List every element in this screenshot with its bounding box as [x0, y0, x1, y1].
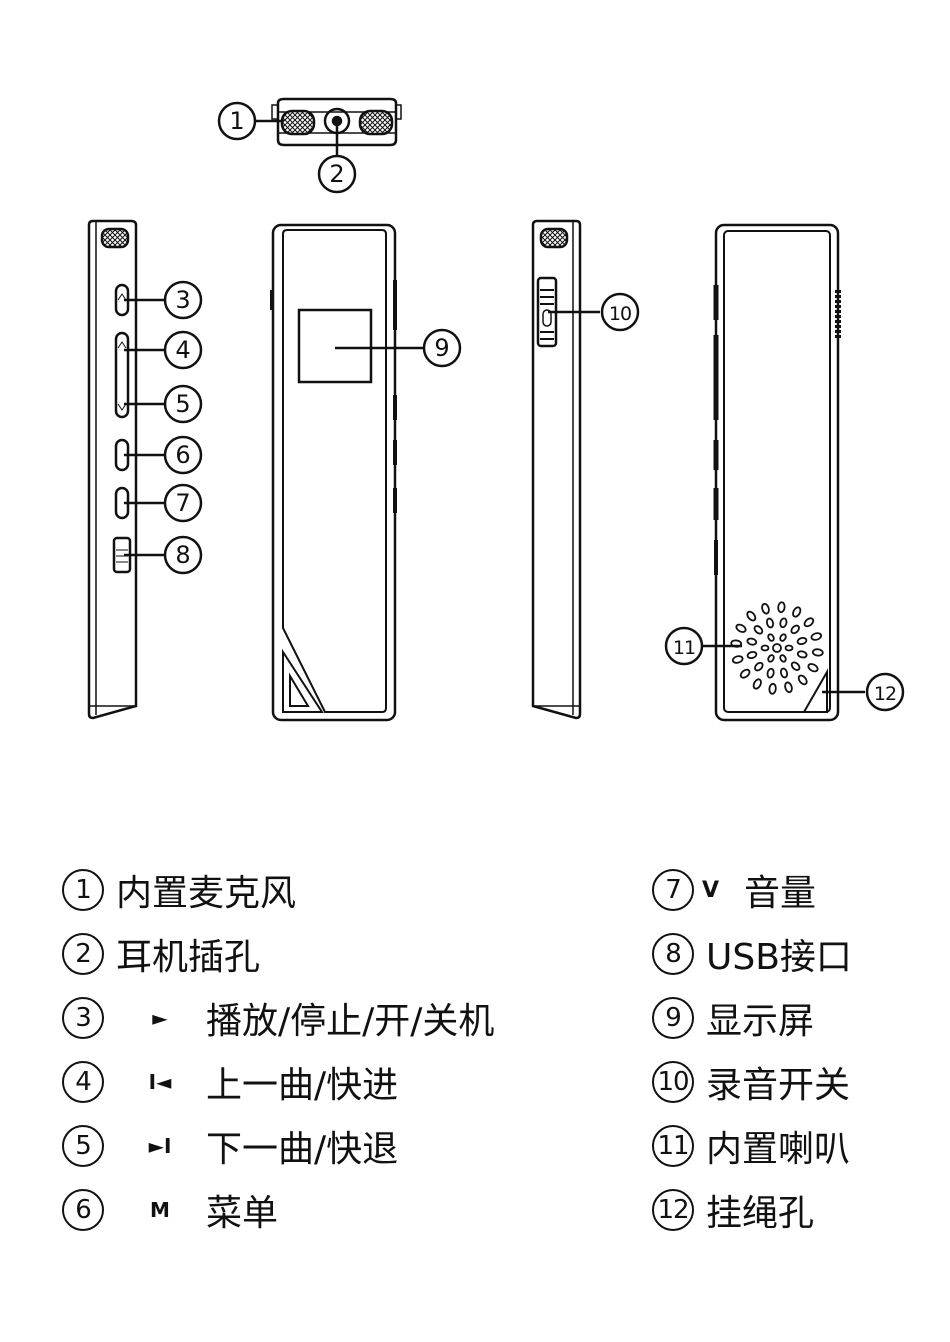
- previous-track-icon: I◄: [148, 1070, 172, 1094]
- callout-5: 5: [163, 384, 203, 424]
- legend-label: 录音开关: [706, 1065, 851, 1106]
- left-side-view: [87, 219, 138, 720]
- legend-number: 4: [62, 1061, 104, 1103]
- speaker-grille: [730, 601, 824, 695]
- legend-item-3: 3 ► 播放/停止/开/关机: [62, 986, 494, 1050]
- leader-lines: [124, 119, 865, 694]
- legend-item-12: 12 挂绳孔: [652, 1178, 852, 1242]
- callout-1: 1: [217, 101, 257, 141]
- callout-11: 11: [664, 626, 704, 666]
- callout-label: 11: [673, 637, 695, 659]
- callout-label: 12: [874, 683, 896, 705]
- callout-label: 2: [329, 160, 344, 188]
- callout-label: 7: [175, 489, 190, 517]
- display-screen: [297, 308, 373, 384]
- callout-9: 9: [422, 328, 462, 368]
- callout-label: 9: [434, 334, 449, 362]
- legend-label: 耳机插孔: [116, 937, 261, 978]
- legend-item-4: 4 I◄ 上一曲/快进: [62, 1050, 494, 1114]
- legend-label: 音量: [744, 873, 817, 914]
- legend-number: 3: [62, 997, 104, 1039]
- legend-item-7: 7 V 音量: [652, 858, 852, 922]
- legend-label: 下一曲/快退: [206, 1129, 399, 1170]
- callout-10: 10: [600, 292, 640, 332]
- callout-label: 8: [175, 541, 190, 569]
- callout-label: 3: [175, 286, 190, 314]
- legend-label: 显示屏: [706, 1001, 815, 1042]
- legend-right: 7 V 音量 8 USB接口 9 显示屏 10 录音开关 11 内置喇叭 12 …: [652, 858, 852, 1242]
- callout-2: 2: [317, 154, 357, 194]
- legend-label: 内置麦克风: [116, 873, 297, 914]
- legend-number: 9: [652, 997, 694, 1039]
- legend-number: 10: [652, 1061, 694, 1103]
- legend-item-9: 9 显示屏: [652, 986, 852, 1050]
- legend-label: 挂绳孔: [706, 1193, 815, 1234]
- front-view: [270, 223, 397, 722]
- legend-number: 7: [652, 869, 694, 911]
- legend-left: 1 内置麦克风 2 耳机插孔 3 ► 播放/停止/开/关机 4 I◄ 上一曲/快…: [62, 858, 494, 1242]
- callout-label: 5: [175, 390, 190, 418]
- microphone-mesh-left: [280, 109, 316, 136]
- legend-item-10: 10 录音开关: [652, 1050, 852, 1114]
- callout-7: 7: [163, 483, 203, 523]
- microphone-mesh-right: [358, 109, 394, 136]
- play-icon: ►: [152, 1006, 168, 1030]
- callout-label: 4: [175, 336, 190, 364]
- legend-item-2: 2 耳机插孔: [62, 922, 494, 986]
- callout-4: 4: [163, 330, 203, 370]
- legend-label: USB接口: [706, 937, 852, 978]
- callout-label: 6: [175, 441, 190, 469]
- legend-number: 8: [652, 933, 694, 975]
- legend-number: 5: [62, 1125, 104, 1167]
- legend-item-5: 5 ►I 下一曲/快退: [62, 1114, 494, 1178]
- legend-number: 12: [652, 1189, 694, 1231]
- legend-label: 上一曲/快进: [206, 1065, 399, 1106]
- back-view: [713, 223, 841, 722]
- legend-item-8: 8 USB接口: [652, 922, 852, 986]
- legend-item-1: 1 内置麦克风: [62, 858, 494, 922]
- callout-label: 10: [609, 303, 631, 325]
- volume-v-icon: V: [702, 877, 720, 903]
- callout-8: 8: [163, 535, 203, 575]
- legend-label: 菜单: [206, 1193, 279, 1234]
- legend-number: 1: [62, 869, 104, 911]
- legend-number: 2: [62, 933, 104, 975]
- callout-12: 12: [865, 672, 905, 712]
- callout-6: 6: [163, 435, 203, 475]
- legend-number: 6: [62, 1189, 104, 1231]
- callout-label: 1: [229, 107, 244, 135]
- legend-label: 播放/停止/开/关机: [206, 1001, 495, 1042]
- next-track-icon: ►I: [148, 1134, 172, 1158]
- legend-item-6: 6 M 菜单: [62, 1178, 494, 1242]
- legend-item-11: 11 内置喇叭: [652, 1114, 852, 1178]
- legend-number: 11: [652, 1125, 694, 1167]
- legend-label: 内置喇叭: [706, 1129, 851, 1170]
- callout-3: 3: [163, 280, 203, 320]
- menu-m-icon: M: [150, 1198, 170, 1222]
- volume-rocker: [114, 331, 130, 419]
- right-side-view: [531, 219, 582, 720]
